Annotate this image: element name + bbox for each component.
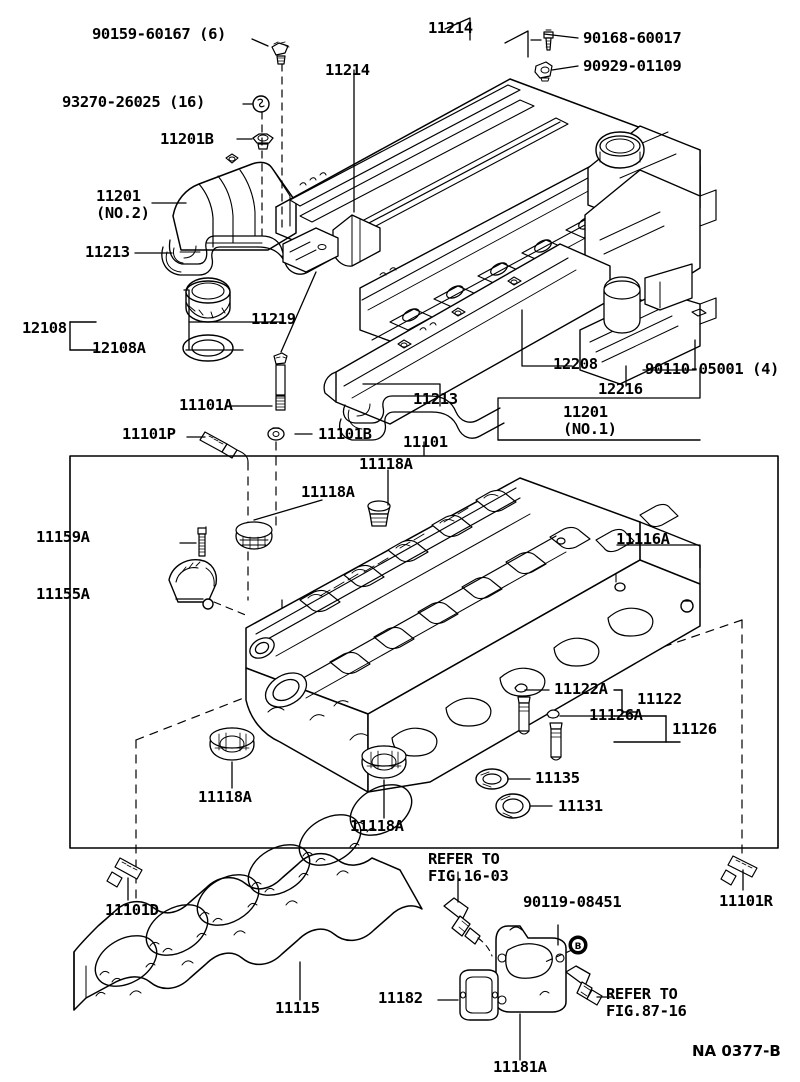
label-11181A: 11181A [493,1058,547,1076]
bearing-cap-assembly [168,527,218,610]
bracket-12216-assembly [579,263,717,385]
gasket-11182 [459,969,499,1021]
stud-11101D [106,857,143,888]
label-11201B: 11201B [160,130,214,148]
label-11101B: 11101B [318,425,372,443]
label-11219: 11219 [251,310,296,328]
seal-11131 [495,793,531,819]
label-11201-no1: 11201 [563,403,608,421]
plug-11118A-upper [235,521,273,550]
label-90168-60017: 90168-60017 [583,29,682,47]
label-11122A: 11122A [554,680,608,698]
svg-text:B: B [575,942,582,952]
label-12108A: 12108A [92,339,146,357]
label-11201-no2-sub: (NO.2) [96,204,150,222]
label-11159A: 11159A [36,528,90,546]
figure-code: NA 0377-B [692,1042,781,1060]
label-90159-60167: 90159-60167 (6) [92,25,226,43]
label-11135: 11135 [535,769,580,787]
plug-11118A-bottom-left [209,727,255,761]
label-11213-right: 11213 [413,390,458,408]
label-11131: 11131 [558,797,603,815]
label-11126A: 11126A [589,706,643,724]
label-90119-08451: 90119-08451 [523,893,622,911]
label-refer-16-03-line1: REFER TO [428,850,500,868]
water-outlet-11181A [495,925,567,1013]
valve-guide-11122 [514,683,531,735]
label-90110-05001: 90110-05001 (4) [645,360,779,378]
label-11214-mid: 11214 [325,61,370,79]
label-11118A-bottom-left: 11118A [198,788,252,806]
label-11155A: 11155A [36,585,90,603]
valve-guide-11126 [546,709,563,761]
sender-fig16-03 [443,897,493,957]
head-gasket-11115 [73,784,423,1011]
label-11115: 11115 [275,999,320,1017]
main-frame-box [69,455,779,849]
cover-right-end [584,125,717,303]
sender-fig87-16 [565,965,603,1006]
label-11201-no2: 11201 [96,187,141,205]
label-93270-26025: 93270-26025 (16) [62,93,205,111]
oil-filler-cap-12108 [185,277,231,323]
group-brackets [69,321,701,743]
label-12216: 12216 [598,380,643,398]
label-11116A: 11116A [616,530,670,548]
label-11118A-bottom-mid: 11118A [350,817,404,835]
label-11182: 11182 [378,989,423,1007]
plug-11116A [680,599,694,613]
head-bolt-11101A [273,352,288,411]
stud-11101R [720,855,758,886]
label-11126: 11126 [672,720,717,738]
seal-11135 [475,768,509,790]
seal-washer-90929 [534,61,553,82]
label-refer-87-16-line1: REFER TO [606,985,678,1003]
leader-lines [127,17,744,1061]
gasket-12108A [182,334,234,362]
washer-11101B [267,427,285,441]
bracket-11219 [282,227,339,273]
label-11213-left: 11213 [85,243,130,261]
label-90929-01109: 90929-01109 [583,57,682,75]
label-11101R: 11101R [719,892,773,910]
label-11214-top: 11214 [428,19,473,37]
bolt-marker-90119: B [568,935,588,955]
label-12108: 12108 [22,319,67,337]
label-11201-no1-sub: (NO.1) [563,420,617,438]
plug-11118A-top-center [367,500,391,527]
label-11118A-top: 11118A [359,455,413,473]
label-11101: 11101 [403,433,448,451]
label-refer-87-16-line2: FIG.87-16 [606,1002,687,1020]
dowel-11101P [199,431,249,463]
fastener-column-left [252,41,290,238]
bolt-90168 [543,29,554,51]
label-11101A: 11101A [179,396,233,414]
label-11118A-upper-left: 11118A [301,483,355,501]
label-refer-16-03-line2: FIG.16-03 [428,867,509,885]
label-12208: 12208 [553,355,598,373]
label-11101P: 11101P [122,425,176,443]
cylinder-head-11101 [245,477,701,793]
label-11101D: 11101D [105,901,159,919]
plug-11118A-bottom-center [361,745,407,779]
label-11122: 11122 [637,690,682,708]
